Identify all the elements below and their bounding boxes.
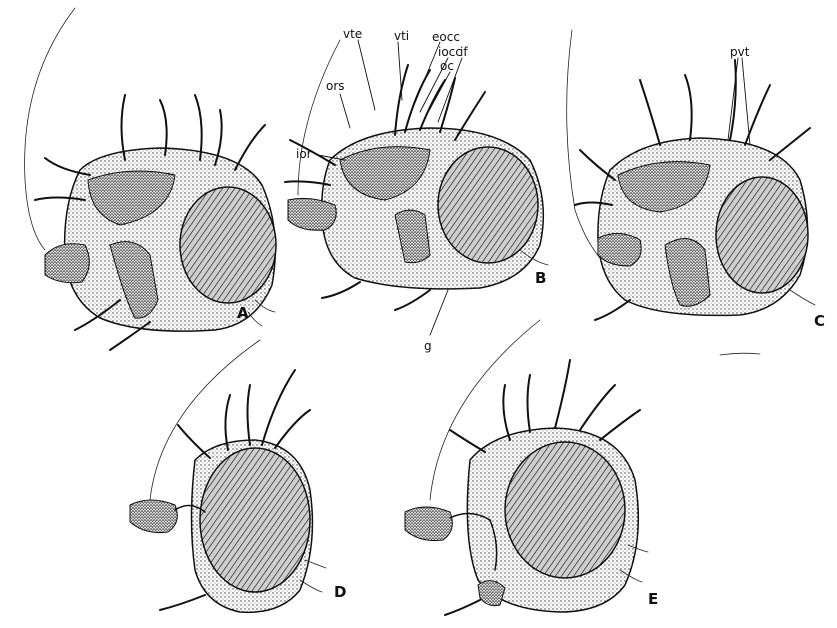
- annotation-g: g: [424, 339, 432, 353]
- annotation-pvt: pvt: [730, 45, 750, 59]
- head-a-compound-eye: [180, 187, 276, 303]
- annotation-ior: ior: [296, 147, 312, 161]
- annotation-vti: vti: [394, 29, 409, 43]
- annotation-if: if: [460, 45, 468, 59]
- head-e-drawing: [405, 320, 648, 615]
- head-c-drawing: [567, 30, 815, 355]
- panel-label-e: E: [648, 590, 658, 608]
- panel-label-d: D: [334, 583, 346, 601]
- panel-label-b: B: [535, 269, 546, 287]
- annotation-iocc: iocc: [438, 45, 462, 59]
- head-a-drawing: [25, 8, 276, 350]
- annotation-vte: vte: [343, 27, 362, 41]
- annotation-ors: ors: [326, 79, 345, 93]
- panel-label-a: A: [237, 304, 249, 322]
- panel-label-c: C: [814, 312, 825, 330]
- annotation-oc: oc: [440, 59, 454, 73]
- head-d-compound-eye: [200, 448, 310, 592]
- head-c-compound-eye: [716, 177, 808, 293]
- head-d-drawing: [130, 340, 326, 612]
- head-b-drawing: [285, 40, 548, 310]
- annotation-eocc: eocc: [432, 30, 460, 44]
- head-e-compound-eye: [505, 442, 625, 578]
- head-b-compound-eye: [438, 147, 538, 263]
